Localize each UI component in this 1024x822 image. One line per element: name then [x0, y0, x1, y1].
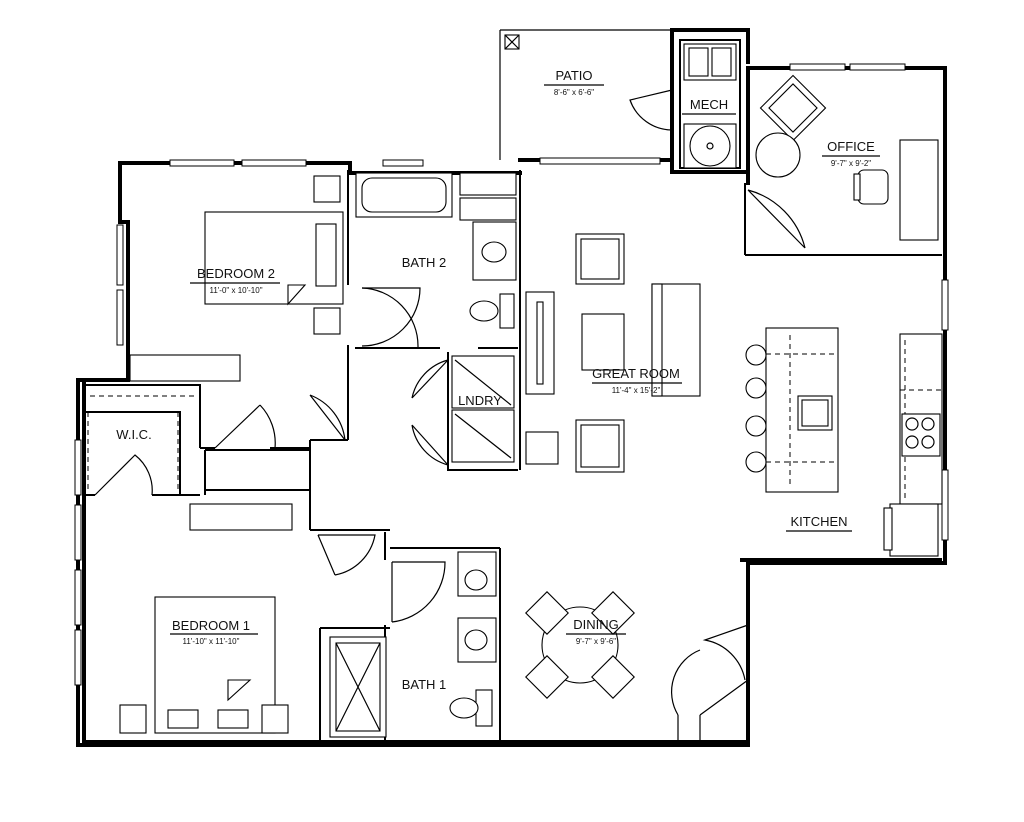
kitchen-fixtures [745, 327, 943, 557]
dims-dining: 9'-7" x 9'-6" [576, 637, 616, 646]
label-bedroom1: BEDROOM 1 [172, 618, 250, 633]
label-lndry: LNDRY [458, 393, 502, 408]
label-great-room: GREAT ROOM [592, 366, 680, 381]
bedroom2-furniture [129, 175, 344, 382]
label-bedroom2: BEDROOM 2 [197, 266, 275, 281]
dining-furniture [525, 591, 635, 699]
patio-fixtures [504, 34, 520, 50]
dims-patio: 8'-6" x 6'-6" [554, 88, 594, 97]
label-office: OFFICE [827, 139, 875, 154]
bath1-fixtures [329, 551, 497, 738]
label-patio: PATIO [555, 68, 592, 83]
bedroom1-furniture [119, 503, 293, 734]
label-bath2: BATH 2 [402, 255, 447, 270]
great-room-furniture [525, 233, 701, 473]
bath2-fixtures [355, 172, 517, 329]
room-labels: PATIO 8'-6" x 6'-6" MECH OFFICE 9'-7" x … [116, 68, 880, 692]
label-dining: DINING [573, 617, 619, 632]
wic-shelves [87, 395, 198, 492]
label-bath1: BATH 1 [402, 677, 447, 692]
laundry-machines [451, 355, 515, 463]
windows [74, 63, 949, 686]
dims-bedroom1: 11'-10" x 11'-10" [183, 637, 240, 646]
dims-bedroom2: 11'-0" x 10'-10" [209, 286, 262, 295]
exterior-walls [76, 28, 947, 747]
doors [94, 89, 806, 740]
dims-office: 9'-7" x 9'-2" [831, 159, 871, 168]
label-mech: MECH [690, 97, 728, 112]
mech-equipment [683, 43, 737, 169]
dims-great-room: 11'-4" x 15'-2" [612, 386, 661, 395]
label-kitchen: KITCHEN [790, 514, 847, 529]
office-furniture [755, 74, 939, 241]
label-wic: W.I.C. [116, 427, 151, 442]
